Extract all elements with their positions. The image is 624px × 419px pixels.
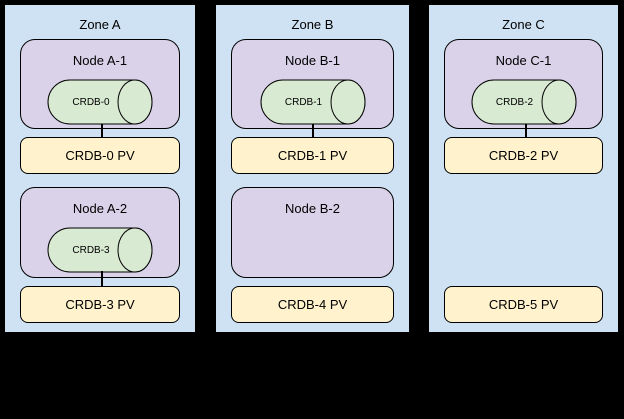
zone-c-label: Zone C <box>502 17 545 32</box>
node-c1-label: Node C-1 <box>495 53 552 68</box>
node-a1-label: Node A-1 <box>72 53 128 68</box>
connector-line-a2 <box>101 271 103 286</box>
zone-c: Zone C Node C-1 CRDB-2 CRDB-2 PV CRDB-5 … <box>427 3 620 334</box>
pod-c1-label: CRDB-2 <box>495 96 534 108</box>
node-a2-box: Node A-2 CRDB-3 <box>20 187 180 278</box>
pod-a2-label: CRDB-3 <box>72 244 110 256</box>
pv-box-c1: CRDB-2 PV <box>444 137 603 174</box>
pv-a2-label: CRDB-3 PV <box>65 297 135 312</box>
node-a1-box: Node A-1 CRDB-0 <box>20 39 180 129</box>
pv-c1-label: CRDB-2 PV <box>488 148 559 163</box>
crdb-pod-a1: CRDB-0 <box>47 79 153 125</box>
database-cylinder-icon <box>47 227 153 273</box>
crdb-pod-b1: CRDB-1 <box>260 79 366 125</box>
connector-line-b1 <box>312 124 314 137</box>
zone-b-label: Zone B <box>291 17 334 32</box>
crdb-pod-a2: CRDB-3 <box>47 227 153 273</box>
node-c1-box: Node C-1 CRDB-2 <box>444 39 603 129</box>
node-a2-label: Node A-2 <box>72 201 128 216</box>
pv-box-a2: CRDB-3 PV <box>20 286 180 323</box>
crdb-pod-c1: CRDB-2 <box>471 79 577 125</box>
pv-box-b1: CRDB-1 PV <box>231 137 394 174</box>
pv-b1-label: CRDB-1 PV <box>277 148 348 163</box>
pv-box-b2: CRDB-4 PV <box>231 286 394 323</box>
zone-b: Zone B Node B-1 CRDB-1 CRDB-1 PV Node B-… <box>214 3 411 334</box>
node-b2-box: Node B-2 <box>231 187 394 278</box>
pv-c2-label: CRDB-5 PV <box>488 297 559 312</box>
pv-box-a1: CRDB-0 PV <box>20 137 180 174</box>
pv-b2-label: CRDB-4 PV <box>277 297 348 312</box>
database-cylinder-icon <box>471 79 576 125</box>
node-b1-label: Node B-1 <box>285 53 340 68</box>
connector-line-a1 <box>101 124 103 137</box>
node-b1-box: Node B-1 CRDB-1 <box>231 39 394 129</box>
node-b2-label: Node B-2 <box>285 201 340 216</box>
database-cylinder-icon <box>47 79 153 125</box>
zone-a-label: Zone A <box>79 17 121 32</box>
pv-box-c2: CRDB-5 PV <box>444 286 603 323</box>
pod-a1-label: CRDB-0 <box>72 96 110 108</box>
pod-b1-label: CRDB-1 <box>284 96 323 108</box>
connector-line-c1 <box>525 124 527 137</box>
database-cylinder-icon <box>260 79 365 125</box>
zone-a: Zone A Node A-1 CRDB-0 CRDB-0 PV Node A-… <box>3 3 197 334</box>
pv-a1-label: CRDB-0 PV <box>65 148 135 163</box>
